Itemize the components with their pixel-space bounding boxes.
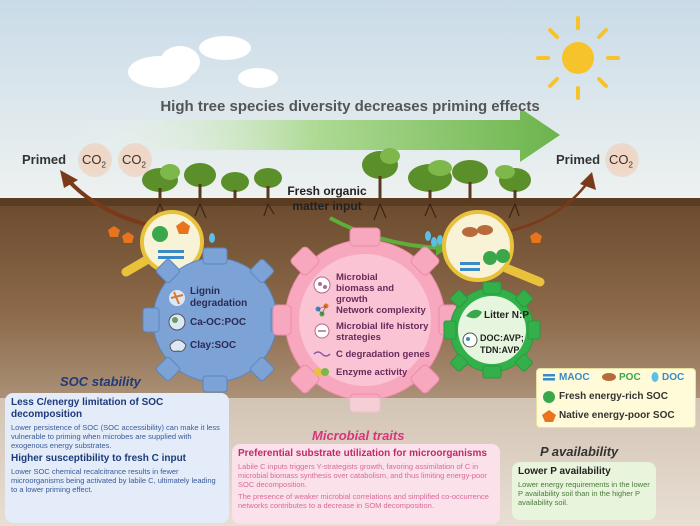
co2-bubble bbox=[118, 143, 152, 177]
sky bbox=[0, 0, 700, 200]
co2-bubble bbox=[78, 143, 112, 177]
microbial-box-text-1: Labile C inputs triggers Y-strategists g… bbox=[238, 462, 487, 489]
soc-item-clay: Clay:SOC bbox=[190, 340, 237, 351]
microbial-item-genes: C degradation genes bbox=[336, 349, 430, 360]
soc-stability-box: Less C/energy limitation of SOC decompos… bbox=[5, 393, 229, 523]
legend-doc: DOC bbox=[662, 372, 685, 383]
primed-label-left: Primed bbox=[22, 152, 67, 167]
fresh-input-arrow bbox=[329, 216, 441, 250]
soc-box-text-2: Lower SOC chemical recalcitrance results… bbox=[11, 467, 216, 494]
network-icon bbox=[315, 303, 329, 317]
co2-sub: 2 bbox=[141, 160, 146, 170]
doc-droplets bbox=[209, 231, 443, 247]
litter-leaf-icon bbox=[466, 309, 482, 319]
ca-oc-icon bbox=[168, 313, 186, 331]
section-soc-stability: SOC stability bbox=[60, 374, 141, 389]
magnifier-right bbox=[442, 210, 545, 287]
lignin-icon bbox=[169, 290, 185, 306]
arrow-head bbox=[580, 172, 596, 190]
co2-text: CO bbox=[82, 152, 102, 167]
maoc-icon bbox=[543, 374, 555, 381]
co2-sub: 2 bbox=[101, 160, 106, 170]
poc-icon bbox=[602, 373, 616, 381]
diversity-arrow bbox=[70, 108, 560, 162]
microbial-item-enzyme: Enzyme activity bbox=[336, 367, 408, 378]
tree-row bbox=[142, 148, 531, 221]
legend-marks bbox=[542, 372, 659, 422]
dna-icon bbox=[313, 351, 331, 357]
microbial-box-heading: Preferential substrate utilization for m… bbox=[238, 448, 487, 459]
p-box-text: Lower energy requirements in the lower P… bbox=[518, 480, 650, 507]
soc-item-lignin: Lignin degradation bbox=[190, 286, 248, 309]
legend-fresh: Fresh energy-rich SOC bbox=[559, 391, 668, 402]
soc-box-text-1: Lower persistence of SOC (SOC accessibil… bbox=[11, 423, 220, 450]
co2-text: CO bbox=[609, 152, 629, 167]
p-gear bbox=[443, 281, 541, 379]
legend-maoc: MAOC bbox=[559, 372, 590, 383]
microbial-item-life-history: Microbial life history strategies bbox=[336, 321, 429, 343]
native-soc-marks bbox=[108, 226, 542, 243]
arrow-head bbox=[60, 170, 78, 188]
co2-label: CO2 bbox=[609, 152, 633, 170]
primed-arrow-right bbox=[504, 181, 590, 234]
p-box-heading: Lower P availability bbox=[518, 466, 611, 477]
fresh-soc-icon bbox=[543, 391, 555, 403]
clay-icon bbox=[169, 339, 187, 352]
cloud-icon bbox=[128, 36, 278, 88]
native-soc-icon bbox=[542, 410, 556, 422]
section-microbial-traits: Microbial traits bbox=[312, 428, 405, 443]
soc-box-heading-1: Less C/energy limitation of SOC decompos… bbox=[11, 397, 164, 420]
sun-icon bbox=[536, 16, 620, 100]
microbial-item-biomass: Microbial biomass and growth bbox=[336, 272, 395, 305]
soil-surface bbox=[0, 198, 700, 206]
doc-icon bbox=[651, 372, 659, 382]
life-strategy-icon bbox=[314, 323, 330, 339]
co2-bubble bbox=[605, 143, 639, 177]
legend-native: Native energy-poor SOC bbox=[559, 410, 675, 421]
section-p-availability: P availability bbox=[540, 444, 619, 459]
soc-box-heading-2: Higher susceptibility to fresh C input bbox=[11, 453, 187, 464]
p-availability-box: Lower P availability Lower energy requir… bbox=[512, 462, 656, 520]
co2-label: CO2 bbox=[122, 152, 146, 170]
co2-label: CO2 bbox=[82, 152, 106, 170]
co2-text: CO bbox=[122, 152, 142, 167]
magnifier-left bbox=[121, 210, 204, 277]
biomass-icon bbox=[313, 276, 331, 294]
microbial-gear bbox=[272, 227, 458, 413]
diagram-title: High tree species diversity decreases pr… bbox=[160, 98, 540, 115]
doc-avp-icon bbox=[462, 332, 478, 348]
legend-poc: POC bbox=[619, 372, 641, 383]
legend: MAOC POC DOC Fresh energy-rich SOC Nativ… bbox=[536, 368, 696, 428]
microbial-item-network: Network complexity bbox=[336, 305, 426, 316]
fresh-input-label: Fresh organic matter input bbox=[287, 184, 367, 213]
p-item-doc-avp: DOC:AVP; TDN:AVP bbox=[480, 333, 524, 355]
p-item-litter: Litter N:P bbox=[484, 310, 529, 321]
soc-item-caoc: Ca-OC:POC bbox=[190, 317, 247, 328]
co2-sub: 2 bbox=[628, 160, 633, 170]
primed-label-right: Primed bbox=[556, 152, 601, 167]
microbial-traits-box: Preferential substrate utilization for m… bbox=[232, 444, 500, 524]
microbial-box-text-2: The presence of weaker microbial correla… bbox=[238, 492, 489, 510]
enzyme-icon bbox=[314, 368, 329, 376]
